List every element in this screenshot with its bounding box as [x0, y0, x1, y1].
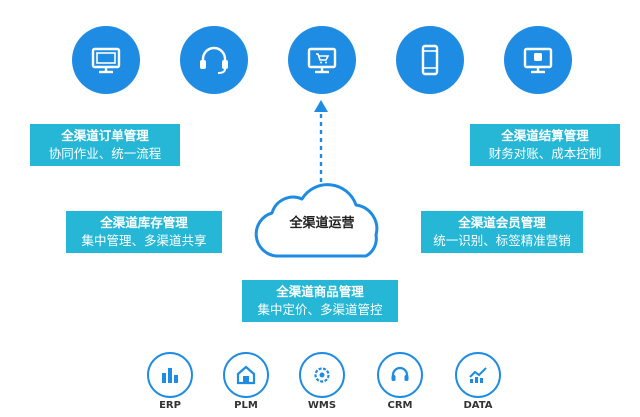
- settlement-management-box: 全渠道结算管理 财务对账、成本控制: [470, 124, 620, 166]
- product-management-box: 全渠道商品管理 集中定价、多渠道管控: [242, 280, 398, 322]
- plm-house-icon: [223, 352, 269, 398]
- box-subtitle: 统一识别、标签精准营销: [433, 233, 571, 248]
- inventory-management-box: 全渠道库存管理 集中管理、多渠道共享: [66, 211, 222, 253]
- crm-label: CRM: [387, 400, 413, 411]
- headset-icon: [180, 26, 248, 94]
- box-subtitle: 集中管理、多渠道共享: [81, 233, 207, 248]
- wms-gear-icon: [299, 352, 345, 398]
- box-title: 全渠道结算管理: [501, 128, 589, 143]
- mobile-phone-icon: [396, 26, 464, 94]
- box-title: 全渠道库存管理: [100, 215, 188, 230]
- cloud-shape: [254, 183, 379, 258]
- box-subtitle: 协同作业、统一流程: [48, 146, 162, 161]
- monitor-app-icon: [504, 26, 572, 94]
- erp-label: ERP: [159, 400, 181, 411]
- monitor-icon: [72, 26, 140, 94]
- box-subtitle: 集中定价、多渠道管控: [257, 302, 383, 317]
- box-title: 全渠道会员管理: [458, 215, 546, 230]
- plm-label: PLM: [234, 400, 258, 411]
- data-label: DATA: [463, 400, 493, 411]
- crm-headset-icon: [377, 352, 423, 398]
- wms-label: WMS: [307, 400, 337, 411]
- box-title: 全渠道订单管理: [61, 128, 149, 143]
- member-management-box: 全渠道会员管理 统一识别、标签精准营销: [421, 211, 583, 253]
- erp-chart-building-icon: [147, 352, 193, 398]
- cloud-label: 全渠道运营: [289, 216, 355, 231]
- box-subtitle: 财务对账、成本控制: [488, 146, 602, 161]
- order-management-box: 全渠道订单管理 协同作业、统一流程: [30, 124, 180, 166]
- upward-dashed-arrow: [314, 100, 328, 188]
- box-title: 全渠道商品管理: [276, 284, 364, 299]
- data-bar-chart-icon: [455, 352, 501, 398]
- shopping-cart-monitor-icon: [288, 26, 356, 94]
